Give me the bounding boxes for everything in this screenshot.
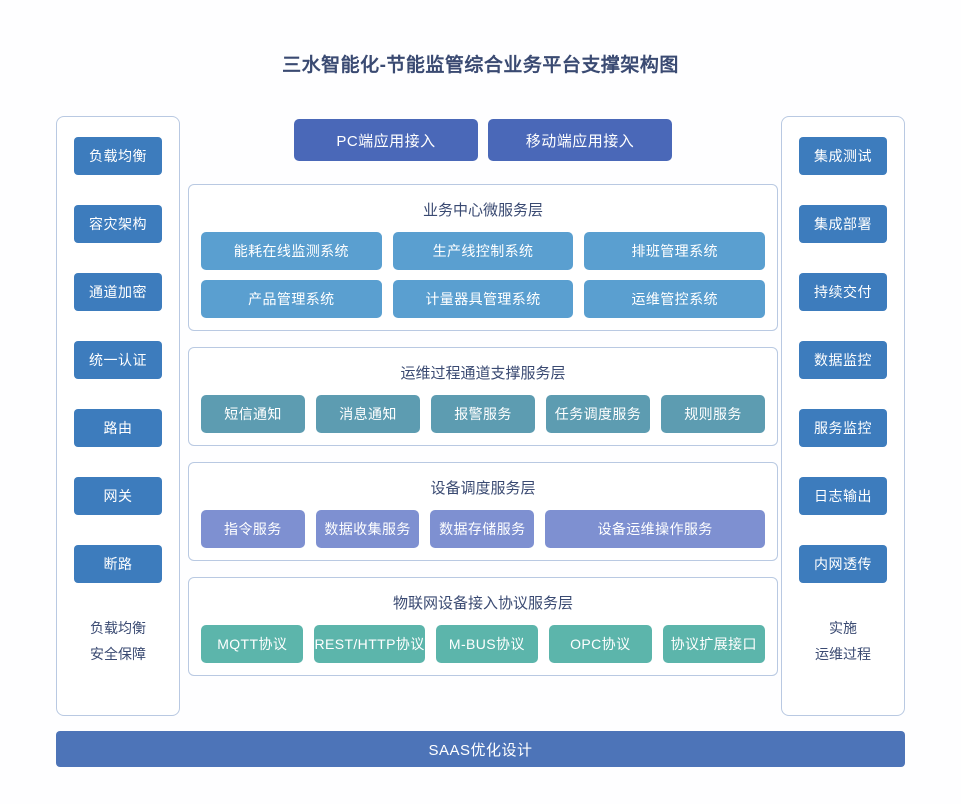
page-title: 三水智能化-节能监管综合业务平台支撑架构图 bbox=[282, 55, 679, 76]
service-command[interactable]: 指令服务 bbox=[201, 510, 305, 548]
service-energy-monitoring[interactable]: 能耗在线监测系统 bbox=[201, 232, 382, 270]
left-sidebar-footer: 负载均衡 安全保障 bbox=[90, 615, 146, 667]
iot-protocol-layer: 物联网设备接入协议服务层 MQTT协议 REST/HTTP协议 M-BUS协议 … bbox=[188, 577, 778, 676]
ops-channel-support-layer: 运维过程通道支撑服务层 短信通知 消息通知 报警服务 任务调度服务 规则服务 bbox=[188, 347, 778, 446]
service-device-ops-operation[interactable]: 设备运维操作服务 bbox=[545, 510, 766, 548]
business-layer-title: 业务中心微服务层 bbox=[422, 202, 543, 219]
device-layer-title: 设备调度服务层 bbox=[430, 480, 536, 497]
business-layer-row-1: 能耗在线监测系统 生产线控制系统 排班管理系统 bbox=[201, 232, 766, 270]
left-sidebar-footer-line1: 负载均衡 bbox=[90, 620, 146, 636]
service-task-scheduling[interactable]: 任务调度服务 bbox=[546, 395, 650, 433]
business-layer-row-2: 产品管理系统 计量器具管理系统 运维管控系统 bbox=[201, 280, 766, 318]
service-production-line-control[interactable]: 生产线控制系统 bbox=[392, 232, 574, 270]
sidebar-item-integration-deployment[interactable]: 集成部署 bbox=[799, 205, 887, 243]
sidebar-item-gateway[interactable]: 网关 bbox=[74, 477, 162, 515]
right-sidebar-footer-line1: 实施 bbox=[829, 620, 857, 636]
sidebar-item-routing[interactable]: 路由 bbox=[74, 409, 162, 447]
sidebar-item-load-balance[interactable]: 负载均衡 bbox=[74, 137, 162, 175]
sidebar-item-circuit-breaker[interactable]: 断路 bbox=[74, 545, 162, 583]
protocol-mbus[interactable]: M-BUS协议 bbox=[435, 625, 539, 663]
ops-layer-row: 短信通知 消息通知 报警服务 任务调度服务 规则服务 bbox=[201, 395, 765, 433]
iot-layer-row: MQTT协议 REST/HTTP协议 M-BUS协议 OPC协议 协议扩展接口 bbox=[201, 625, 765, 663]
sidebar-item-continuous-delivery[interactable]: 持续交付 bbox=[799, 273, 887, 311]
pc-access-button[interactable]: PC端应用接入 bbox=[294, 119, 478, 161]
mobile-access-button[interactable]: 移动端应用接入 bbox=[488, 119, 672, 161]
right-sidebar-footer: 实施 运维过程 bbox=[815, 615, 871, 667]
sidebar-item-log-output[interactable]: 日志输出 bbox=[799, 477, 887, 515]
sidebar-item-unified-auth[interactable]: 统一认证 bbox=[74, 341, 162, 379]
protocol-mqtt[interactable]: MQTT协议 bbox=[201, 625, 304, 663]
protocol-extension-interface[interactable]: 协议扩展接口 bbox=[662, 625, 765, 663]
protocol-opc[interactable]: OPC协议 bbox=[549, 625, 652, 663]
sidebar-item-channel-encryption[interactable]: 通道加密 bbox=[74, 273, 162, 311]
device-layer-row: 指令服务 数据收集服务 数据存储服务 设备运维操作服务 bbox=[201, 510, 766, 548]
service-alarm[interactable]: 报警服务 bbox=[431, 395, 535, 433]
saas-optimization-bar[interactable]: SAAS优化设计 bbox=[56, 731, 905, 767]
left-sidebar-panel: 负载均衡 容灾架构 通道加密 统一认证 路由 网关 断路 负载均衡 安全保障 bbox=[56, 116, 180, 716]
service-message-notification[interactable]: 消息通知 bbox=[316, 395, 420, 433]
sidebar-item-intranet-passthrough[interactable]: 内网透传 bbox=[799, 545, 887, 583]
application-access-row: PC端应用接入 移动端应用接入 bbox=[188, 119, 778, 161]
right-sidebar-panel: 集成测试 集成部署 持续交付 数据监控 服务监控 日志输出 内网透传 实施 运维… bbox=[781, 116, 905, 716]
service-data-storage[interactable]: 数据存储服务 bbox=[430, 510, 535, 548]
sidebar-item-service-monitoring[interactable]: 服务监控 bbox=[799, 409, 887, 447]
center-column: PC端应用接入 移动端应用接入 业务中心微服务层 能耗在线监测系统 生产线控制系… bbox=[188, 116, 778, 716]
protocol-rest-http[interactable]: REST/HTTP协议 bbox=[314, 625, 425, 663]
service-product-management[interactable]: 产品管理系统 bbox=[201, 280, 382, 318]
business-microservice-layer: 业务中心微服务层 能耗在线监测系统 生产线控制系统 排班管理系统 产品管理系统 … bbox=[188, 184, 778, 331]
service-data-collection[interactable]: 数据收集服务 bbox=[315, 510, 420, 548]
right-sidebar-footer-line2: 运维过程 bbox=[815, 646, 871, 662]
iot-layer-title: 物联网设备接入协议服务层 bbox=[392, 595, 573, 612]
left-sidebar-footer-line2: 安全保障 bbox=[90, 646, 146, 662]
device-scheduling-layer: 设备调度服务层 指令服务 数据收集服务 数据存储服务 设备运维操作服务 bbox=[188, 462, 778, 561]
sidebar-item-disaster-recovery[interactable]: 容灾架构 bbox=[74, 205, 162, 243]
service-rules[interactable]: 规则服务 bbox=[661, 395, 765, 433]
ops-layer-title: 运维过程通道支撑服务层 bbox=[400, 365, 566, 382]
service-ops-control[interactable]: 运维管控系统 bbox=[584, 280, 766, 318]
service-metering-device-management[interactable]: 计量器具管理系统 bbox=[392, 280, 574, 318]
service-shift-management[interactable]: 排班管理系统 bbox=[584, 232, 766, 270]
sidebar-item-data-monitoring[interactable]: 数据监控 bbox=[799, 341, 887, 379]
service-sms-notification[interactable]: 短信通知 bbox=[201, 395, 305, 433]
sidebar-item-integration-testing[interactable]: 集成测试 bbox=[799, 137, 887, 175]
